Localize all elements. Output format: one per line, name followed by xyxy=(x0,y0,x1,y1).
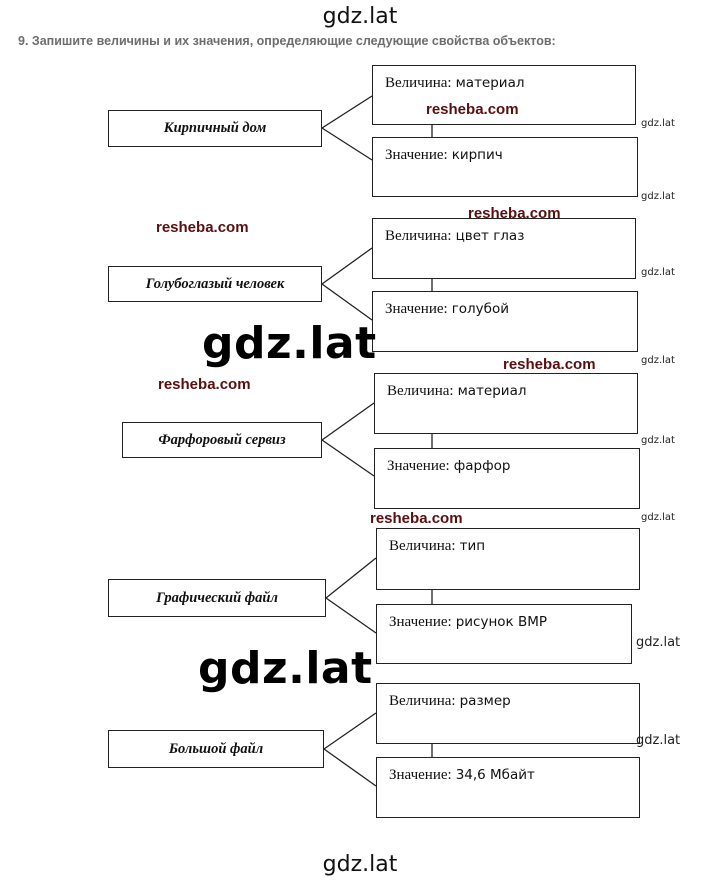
object-box-graphic-file: Графический файл xyxy=(108,579,326,617)
watermark-big: gdz.lat xyxy=(202,318,377,369)
task-text: 9. Запишите величины и их значения, опре… xyxy=(18,34,556,48)
value-label: Значение: xyxy=(385,301,448,317)
value-value: 34,6 Мбайт xyxy=(455,767,535,783)
quantity-label: Величина: xyxy=(389,538,456,554)
quantity-label: Величина: xyxy=(385,75,452,91)
watermark-resheba: resheba.com xyxy=(158,376,251,393)
value-value: голубой xyxy=(451,301,510,317)
object-box-brick-house: Кирпичный дом xyxy=(108,110,322,147)
quantity-box-porcelain-set: Величина:материал xyxy=(374,373,638,434)
watermark-resheba: resheba.com xyxy=(468,205,561,222)
object-box-large-file: Большой файл xyxy=(108,730,324,768)
value-box-large-file: Значение:34,6 Мбайт xyxy=(376,757,640,818)
quantity-value: цвет глаз xyxy=(455,228,525,244)
watermark-small: gdz.lat xyxy=(641,118,675,129)
value-value: кирпич xyxy=(451,147,503,163)
quantity-box-brick-house: Величина:материал xyxy=(372,65,636,125)
quantity-box-graphic-file: Величина:тип xyxy=(376,528,640,590)
quantity-value: размер xyxy=(459,693,511,709)
quantity-label: Величина: xyxy=(387,383,454,399)
watermark-small: gdz.lat xyxy=(636,733,681,748)
watermark-resheba: resheba.com xyxy=(370,510,463,527)
quantity-label: Величина: xyxy=(385,228,452,244)
watermark-small: gdz.lat xyxy=(641,435,675,446)
value-box-brick-house: Значение:кирпич xyxy=(372,137,638,197)
footer-site: gdz.lat xyxy=(322,852,398,877)
value-label: Значение: xyxy=(389,767,452,783)
watermark-resheba: resheba.com xyxy=(426,101,519,118)
value-label: Значение: xyxy=(387,458,450,474)
object-box-porcelain-set: Фарфоровый сервиз xyxy=(122,422,322,458)
quantity-value: материал xyxy=(455,75,525,91)
watermark-small: gdz.lat xyxy=(636,635,681,650)
object-box-blue-eyed-person: Голубоглазый человек xyxy=(108,266,322,302)
value-box-porcelain-set: Значение:фарфор xyxy=(374,448,640,509)
site-title: gdz.lat xyxy=(322,4,398,29)
watermark-small: gdz.lat xyxy=(641,267,675,278)
watermark-small: gdz.lat xyxy=(641,355,675,366)
watermark-resheba: resheba.com xyxy=(156,219,249,236)
value-label: Значение: xyxy=(389,614,452,630)
value-value: рисунок BMP xyxy=(455,614,548,630)
watermark-small: gdz.lat xyxy=(641,512,675,523)
value-box-blue-eyed-person: Значение:голубой xyxy=(372,291,638,352)
quantity-label: Величина: xyxy=(389,693,456,709)
quantity-value: материал xyxy=(457,383,527,399)
quantity-value: тип xyxy=(459,538,486,554)
value-value: фарфор xyxy=(453,458,511,474)
watermark-big: gdz.lat xyxy=(198,643,373,694)
quantity-box-blue-eyed-person: Величина:цвет глаз xyxy=(372,218,636,279)
value-box-graphic-file: Значение:рисунок BMP xyxy=(376,604,632,664)
value-label: Значение: xyxy=(385,147,448,163)
quantity-box-large-file: Величина:размер xyxy=(376,683,640,744)
watermark-resheba: resheba.com xyxy=(503,356,596,373)
watermark-small: gdz.lat xyxy=(641,191,675,202)
